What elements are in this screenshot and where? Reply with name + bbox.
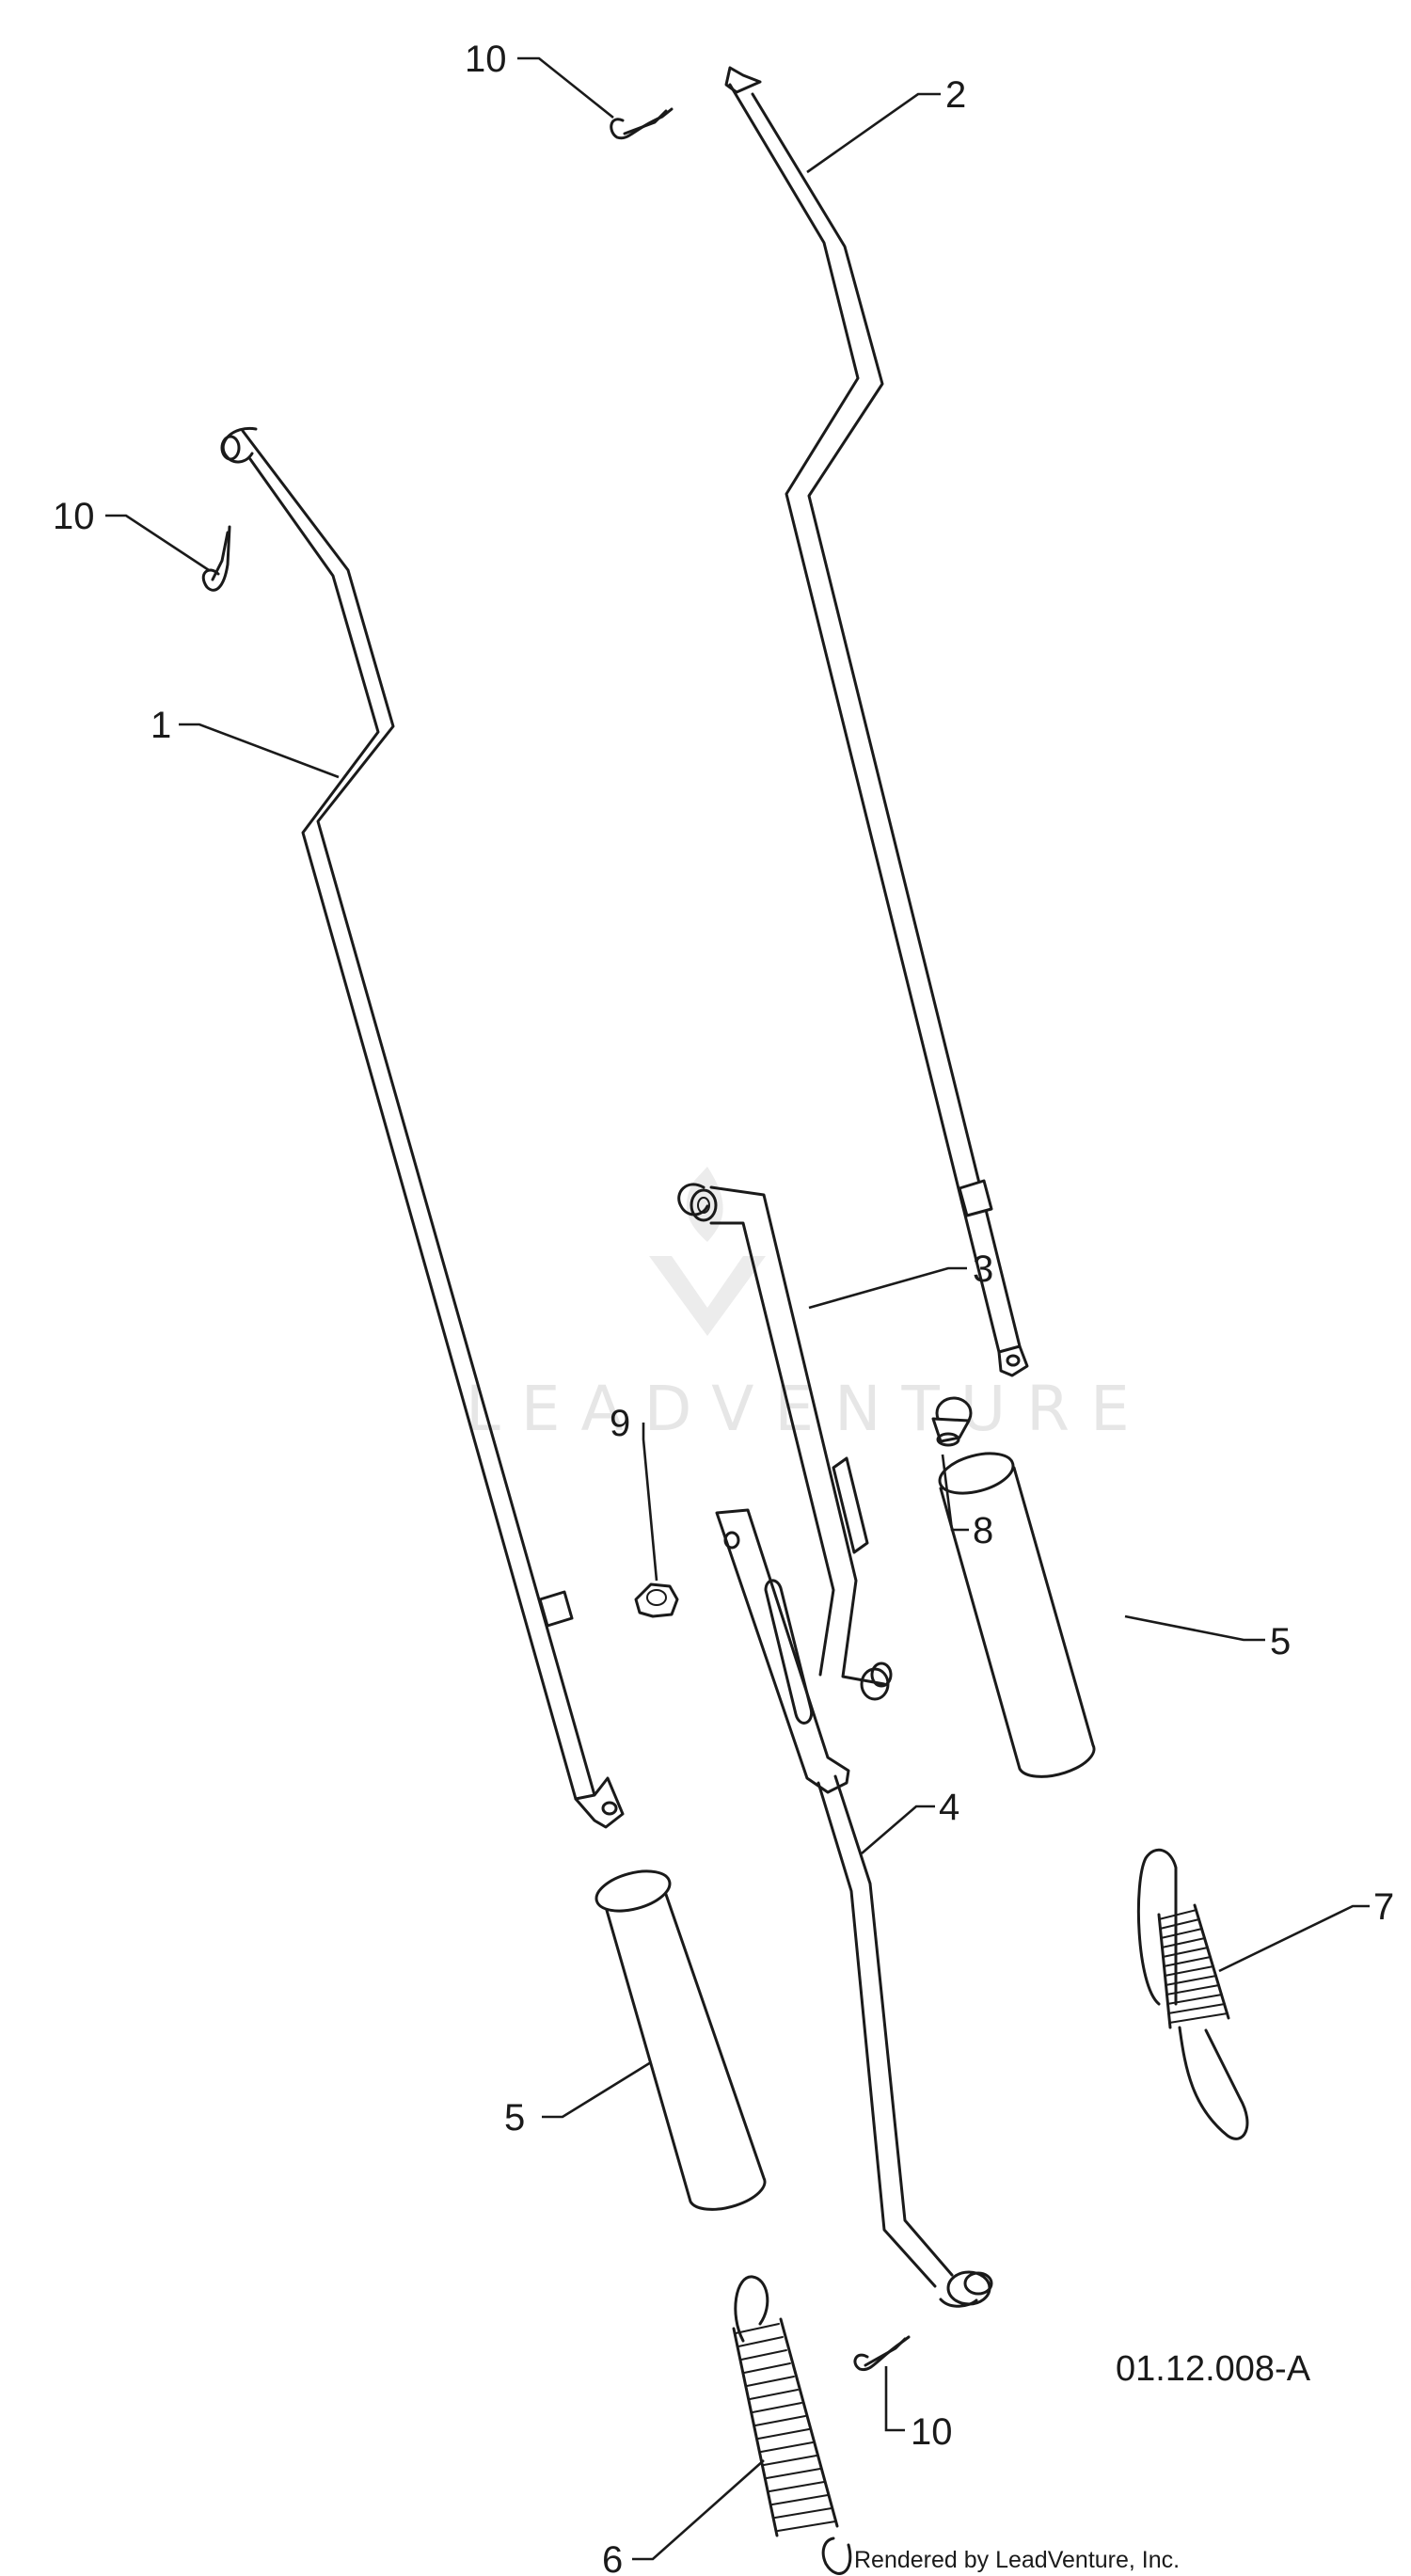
watermark-logo: LEADVENTURE [466, 1167, 1150, 1445]
callout-labels: 10 2 10 1 3 9 8 5 4 7 5 10 6 [53, 39, 1394, 2576]
callout-2: 2 [945, 74, 966, 116]
part-3-link [677, 1183, 893, 1701]
part-10-clip-left [201, 525, 231, 592]
callout-3: 3 [973, 1248, 993, 1290]
callout-10-left: 10 [53, 496, 95, 537]
reference-code: 01.12.008-A [1116, 2349, 1311, 2389]
callout-1: 1 [151, 705, 171, 746]
part-7-spring [1136, 1848, 1249, 2140]
callout-4: 4 [939, 1787, 959, 1828]
callout-6: 6 [602, 2539, 623, 2576]
credit-text: Rendered by LeadVenture, Inc. [854, 2547, 1180, 2573]
callout-8: 8 [973, 1510, 993, 1551]
part-10-clip-bottom [853, 2335, 911, 2372]
part-5-tube-right [938, 1452, 1096, 1778]
spring-6-coils [732, 2317, 839, 2537]
watermark-text: LEADVENTURE [466, 1373, 1150, 1445]
part-2-rod [724, 66, 1029, 1377]
part-10-clip-top [610, 107, 674, 140]
spring-7-coils [1157, 1903, 1230, 2029]
callout-5-right: 5 [1270, 1621, 1291, 1662]
callout-7: 7 [1373, 1886, 1394, 1928]
part-6-spring [732, 2275, 852, 2575]
callout-5-left: 5 [504, 2097, 525, 2139]
part-1-rod [220, 426, 625, 1829]
callout-10-top: 10 [465, 39, 507, 80]
leader-lines [105, 56, 1370, 2561]
part-4-lever [715, 1508, 993, 2308]
callout-10-bottom: 10 [911, 2411, 953, 2453]
callout-9: 9 [610, 1403, 630, 1444]
part-5-tube-left [595, 1869, 767, 2211]
part-8-pin [931, 1396, 973, 1447]
part-9-nut [634, 1582, 679, 1618]
